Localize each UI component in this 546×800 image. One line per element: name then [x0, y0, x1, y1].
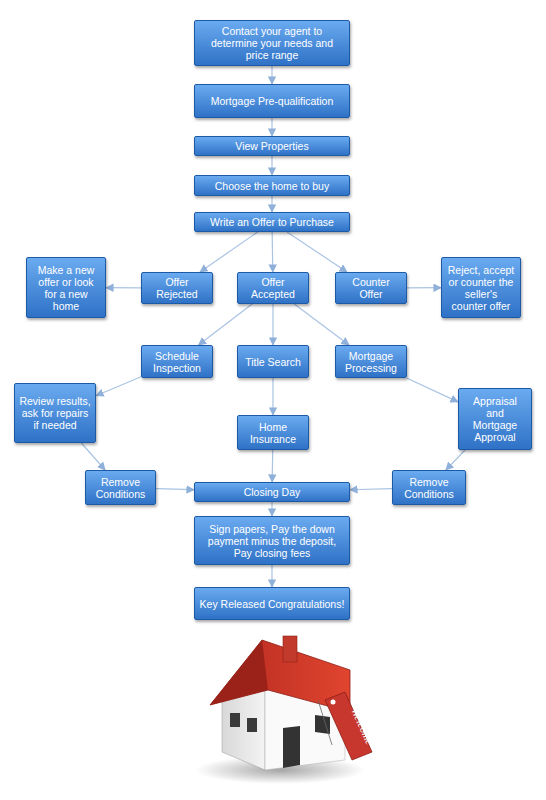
- box-text-group: Home Insurance: [242, 421, 304, 445]
- box-text-group: Key Released Congratulations!: [200, 598, 345, 610]
- box-text: Counter Offer: [340, 276, 402, 300]
- box-text: Mortgage Pre-qualification: [211, 95, 334, 107]
- flow-arrow: [81, 443, 105, 470]
- box-text-group: Closing Day: [244, 486, 301, 498]
- flow-arrow: [287, 232, 347, 272]
- process-box: Offer Rejected: [141, 272, 213, 304]
- flow-arrow: [272, 450, 274, 482]
- box-text-group: Remove Conditions: [90, 476, 151, 500]
- process-box: Mortgage Processing: [335, 345, 407, 378]
- box-text-group: Contact your agent to determine your nee…: [199, 25, 345, 61]
- process-box: Offer Accepted: [237, 272, 309, 304]
- box-text: Key Released Congratulations!: [200, 598, 345, 610]
- box-text-group: Offer Accepted: [242, 276, 304, 300]
- box-text-group: Make a new offer or look for a new home: [31, 264, 101, 312]
- box-text-group: Write an Offer to Purchase: [210, 216, 334, 228]
- box-text: Home Insurance: [242, 421, 304, 445]
- box-text-group: Appraisal and Mortgage Approval: [463, 395, 527, 443]
- box-text-group: Mortgage Pre-qualification: [211, 95, 334, 107]
- flow-arrow: [271, 118, 272, 136]
- box-text: Remove Conditions: [90, 476, 151, 500]
- flow-arrow: [200, 232, 258, 272]
- box-text: Mortgage Processing: [340, 350, 402, 374]
- flow-arrow: [106, 287, 141, 288]
- process-box: Schedule Inspection: [141, 345, 213, 378]
- box-text: Review results, ask for repairs if neede…: [19, 395, 91, 431]
- house-chimney: [283, 636, 297, 662]
- flow-arrow: [272, 232, 274, 272]
- process-box: Write an Offer to Purchase: [194, 212, 350, 232]
- house-window: [247, 718, 257, 732]
- house-roof: [210, 640, 268, 705]
- box-text: Title Search: [245, 356, 301, 368]
- box-text-group: Schedule Inspection: [146, 350, 208, 374]
- box-text-group: Reject, accept or counter the seller's c…: [446, 264, 516, 312]
- flow-arrow: [271, 565, 272, 587]
- flow-arrow: [156, 489, 194, 490]
- box-text: Contact your agent to determine your nee…: [199, 25, 345, 61]
- process-box: Make a new offer or look for a new home: [26, 257, 106, 318]
- box-text: Offer Accepted: [242, 276, 304, 300]
- process-box: Remove Conditions: [85, 470, 156, 505]
- box-text: Closing Day: [244, 486, 301, 498]
- box-text: Choose the home to buy: [215, 180, 329, 192]
- box-text-group: Remove Conditions: [397, 476, 461, 500]
- flow-arrow: [271, 156, 272, 175]
- process-box: Title Search: [237, 345, 309, 378]
- box-text: Remove Conditions: [397, 476, 461, 500]
- box-text: Write an Offer to Purchase: [210, 216, 334, 228]
- process-box: Closing Day: [194, 482, 350, 502]
- flow-arrow: [199, 304, 253, 345]
- box-text: Schedule Inspection: [146, 350, 208, 374]
- box-text-group: Mortgage Processing: [340, 350, 402, 374]
- box-text: View Properties: [235, 140, 308, 152]
- box-text: Offer Rejected: [146, 276, 208, 300]
- flow-arrow: [272, 378, 273, 415]
- box-text-group: Counter Offer: [340, 276, 402, 300]
- flow-arrow: [407, 378, 458, 402]
- flow-arrow: [271, 66, 272, 84]
- box-text: Sign papers, Pay the down payment minus …: [199, 523, 345, 559]
- flow-arrow: [272, 304, 273, 345]
- box-text-group: Sign papers, Pay the down payment minus …: [199, 523, 345, 559]
- box-text-group: Offer Rejected: [146, 276, 208, 300]
- process-box: Counter Offer: [335, 272, 407, 304]
- process-box: Appraisal and Mortgage Approval: [458, 388, 532, 450]
- box-text-group: View Properties: [235, 140, 308, 152]
- process-box: Mortgage Pre-qualification: [194, 84, 350, 118]
- house-window: [230, 713, 240, 727]
- box-text: Reject, accept or counter the seller's c…: [446, 264, 516, 312]
- flow-arrow: [407, 287, 441, 288]
- box-text-group: Title Search: [245, 356, 301, 368]
- process-box: Review results, ask for repairs if neede…: [14, 383, 96, 443]
- box-text: Make a new offer or look for a new home: [31, 264, 101, 312]
- box-text-group: Choose the home to buy: [215, 180, 329, 192]
- process-box: Key Released Congratulations!: [194, 587, 350, 620]
- box-text: Appraisal and Mortgage Approval: [463, 395, 527, 443]
- process-box: Choose the home to buy: [194, 175, 350, 196]
- flow-arrow: [294, 304, 349, 345]
- process-box: Reject, accept or counter the seller's c…: [441, 257, 521, 318]
- flow-arrow: [446, 450, 465, 470]
- process-box: View Properties: [194, 136, 350, 156]
- box-text-group: Review results, ask for repairs if neede…: [19, 395, 91, 431]
- process-box: Remove Conditions: [392, 470, 466, 505]
- process-box: Home Insurance: [237, 415, 309, 450]
- process-box: Contact your agent to determine your nee…: [194, 20, 350, 66]
- tag-hole: [331, 700, 336, 705]
- process-box: Sign papers, Pay the down payment minus …: [194, 516, 350, 565]
- flow-arrow: [271, 196, 272, 212]
- house-door: [283, 726, 300, 768]
- flow-arrow: [271, 502, 272, 516]
- flow-arrow: [96, 377, 141, 396]
- flow-arrow: [350, 489, 392, 490]
